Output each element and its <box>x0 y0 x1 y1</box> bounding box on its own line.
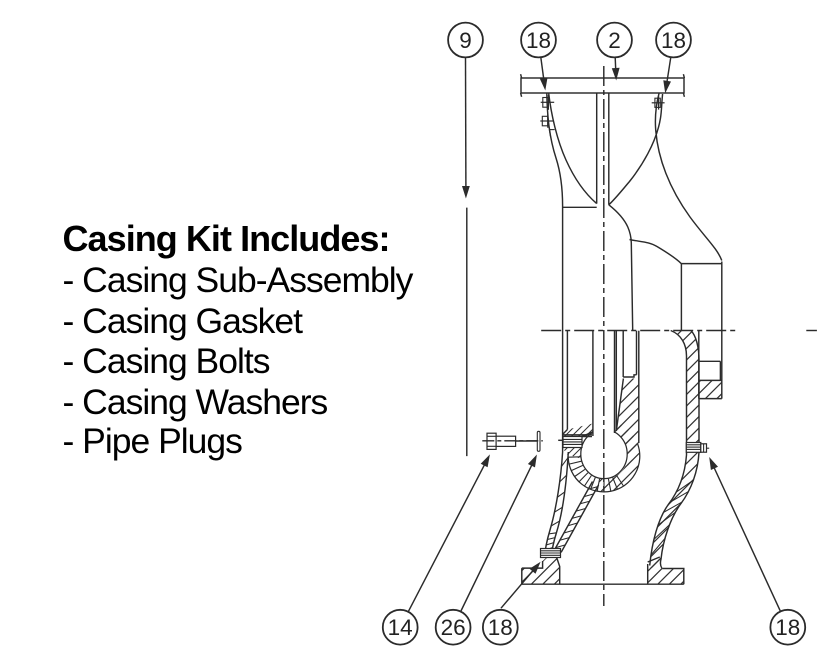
svg-text:2: 2 <box>608 28 621 53</box>
svg-text:18: 18 <box>775 615 800 640</box>
svg-text:26: 26 <box>441 615 466 640</box>
svg-text:18: 18 <box>488 615 513 640</box>
svg-text:18: 18 <box>661 28 686 53</box>
svg-text:9: 9 <box>459 28 472 53</box>
svg-text:14: 14 <box>388 615 413 640</box>
svg-text:18: 18 <box>526 28 551 53</box>
